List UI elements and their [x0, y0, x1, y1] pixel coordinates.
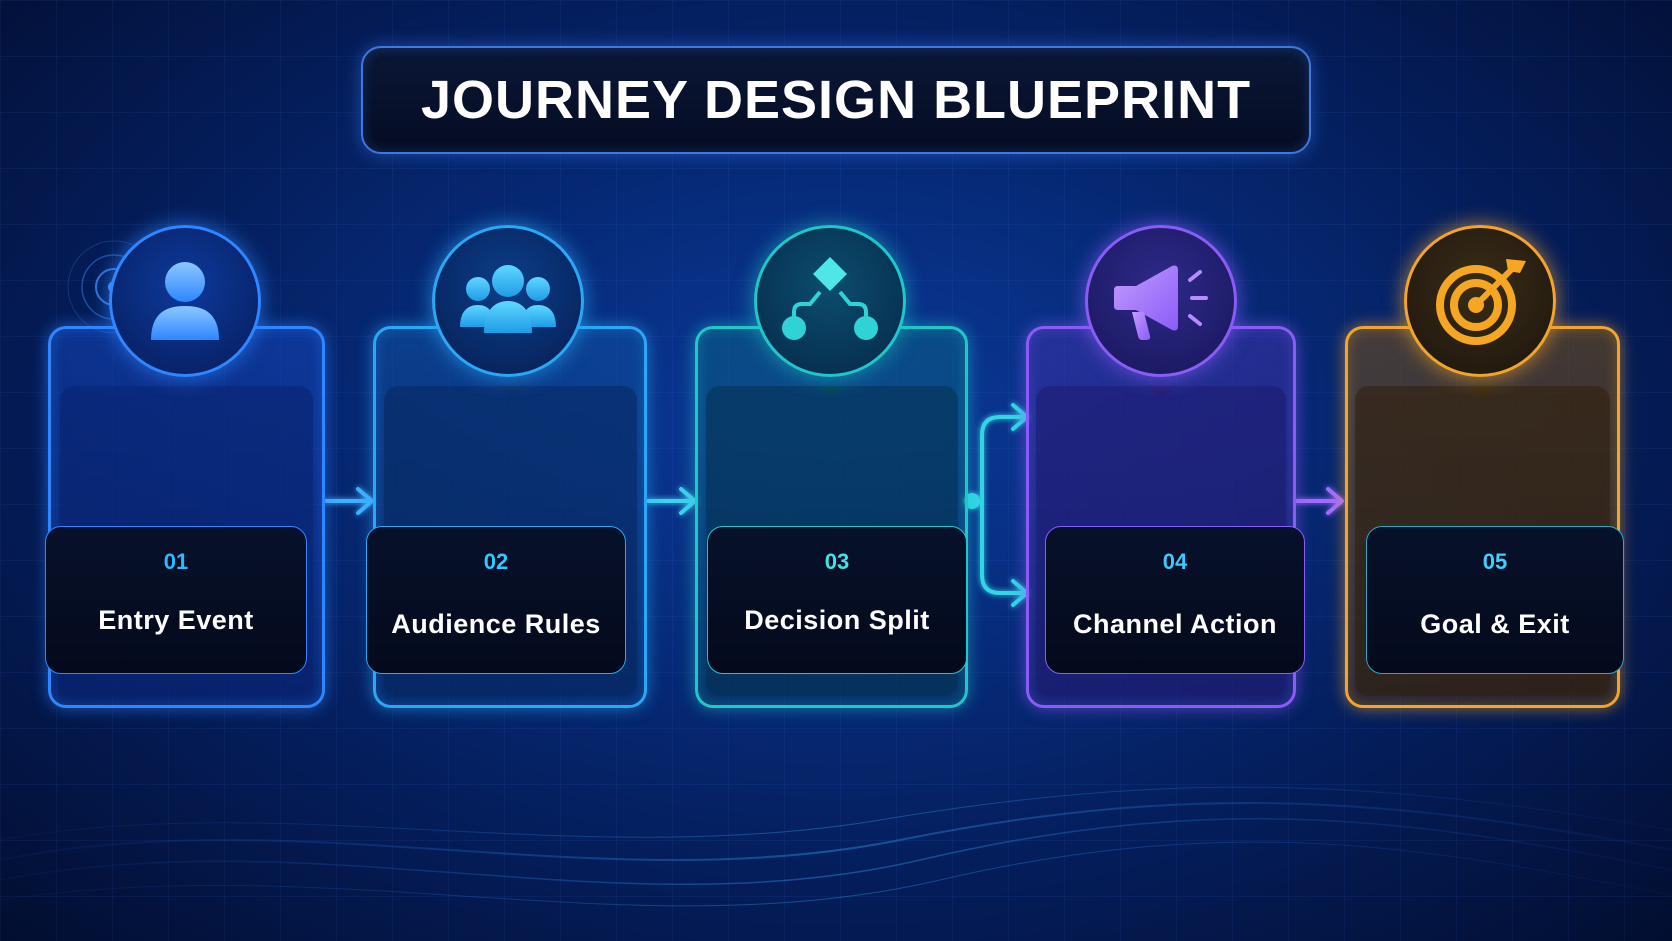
step-label-box: 04 Channel Action	[1045, 526, 1305, 674]
arrow-1-2	[324, 487, 374, 515]
step-label: Decision Split	[744, 605, 930, 635]
step-label-box: 05 Goal & Exit	[1366, 526, 1624, 674]
step-number: 01	[163, 549, 189, 574]
step-label-box: 01 Entry Event	[45, 526, 307, 674]
arrow-4-5	[1294, 487, 1344, 515]
arrow-2-3	[646, 487, 697, 515]
decision-icon	[782, 257, 878, 340]
step-label: Entry Event	[98, 605, 254, 635]
step-number: 03	[824, 549, 850, 574]
megaphone-icon	[1114, 265, 1208, 340]
step-number: 05	[1482, 549, 1508, 574]
step-number: 04	[1162, 549, 1188, 574]
step-number: 02	[483, 549, 509, 574]
step-label: Channel Action	[1072, 609, 1277, 639]
step-icon-circle	[109, 225, 261, 377]
title-banner: JOURNEY DESIGN BLUEPRINT	[361, 46, 1311, 154]
card-notch	[1147, 386, 1175, 398]
step-icon-circle	[1404, 225, 1556, 377]
step-label-box: 02 Audience Rules	[366, 526, 626, 674]
card-notch	[497, 386, 525, 398]
user-icon	[151, 262, 219, 340]
step-icon-circle	[1085, 225, 1237, 377]
card-notch	[174, 386, 202, 398]
step-label: Audience Rules	[391, 609, 601, 639]
branch-arrows	[968, 403, 1029, 607]
step-label: Goal & Exit	[1420, 609, 1570, 639]
card-notch	[1468, 386, 1496, 398]
step-label-box: 03 Decision Split	[707, 526, 967, 674]
step-icon-circle	[754, 225, 906, 377]
step-icon-circle	[432, 225, 584, 377]
card-notch	[818, 386, 846, 398]
page-title: JOURNEY DESIGN BLUEPRINT	[420, 70, 1252, 130]
target-icon	[1436, 259, 1526, 345]
group-icon	[460, 265, 556, 333]
